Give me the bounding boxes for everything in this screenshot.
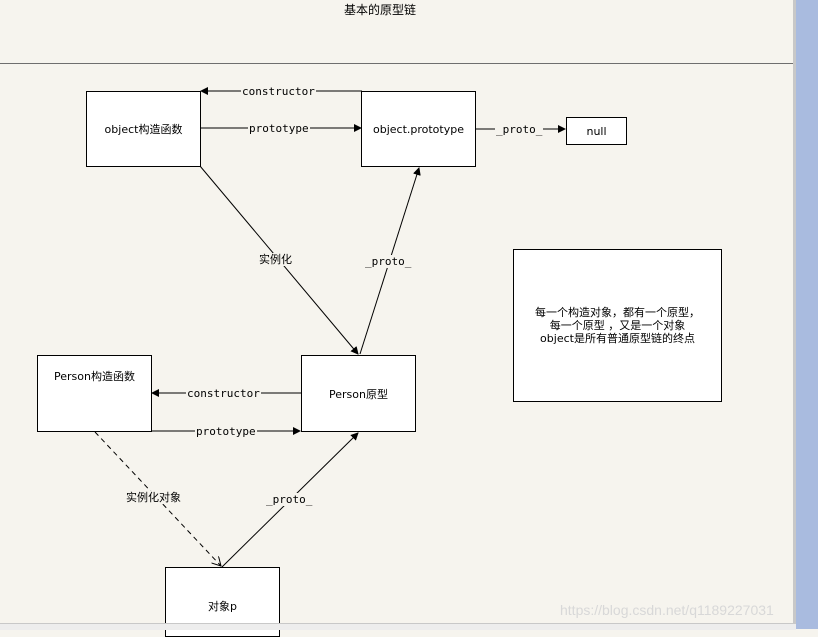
- label-prototype-bottom: prototype: [195, 425, 257, 438]
- diagram-title: 基本的原型链: [343, 3, 416, 17]
- label-prototype-top: prototype: [248, 122, 310, 135]
- node-object-prototype-label: object.prototype: [372, 122, 464, 136]
- note-line-1: 每一个构造对象，都有一个原型，: [535, 306, 700, 319]
- horizontal-scrollbar[interactable]: [0, 623, 796, 630]
- title-divider: [0, 63, 796, 64]
- note-text: 每一个构造对象，都有一个原型， 每一个原型 ，又是一个对象 object是所有普…: [535, 306, 700, 345]
- label-constructor-top: constructor: [241, 85, 316, 98]
- label-instantiate-object: 实例化对象: [125, 491, 182, 504]
- node-object-constructor-label: object构造函数: [104, 123, 183, 136]
- node-null-label: null: [586, 124, 607, 138]
- note-line-3: object是所有普通原型链的终点: [540, 332, 695, 345]
- vertical-scrollbar[interactable]: [793, 0, 796, 629]
- window-side-panel: [796, 0, 818, 629]
- node-person-constructor-label: Person构造函数: [54, 370, 135, 383]
- label-proto-person: _proto_: [364, 255, 413, 268]
- node-person-prototype[interactable]: Person原型: [301, 355, 416, 432]
- node-null[interactable]: null: [566, 117, 627, 145]
- label-instantiate-top: 实例化: [258, 253, 293, 266]
- note-line-2: 每一个原型 ，又是一个对象: [549, 319, 686, 332]
- node-object-constructor[interactable]: object构造函数: [86, 91, 201, 167]
- node-object-prototype[interactable]: object.prototype: [361, 91, 476, 167]
- note-box[interactable]: 每一个构造对象，都有一个原型， 每一个原型 ，又是一个对象 object是所有普…: [513, 249, 722, 402]
- watermark-text: https://blog.csdn.net/q1189227031: [560, 602, 774, 618]
- label-proto-null: _proto_: [495, 123, 544, 136]
- label-constructor-bottom: constructor: [186, 387, 261, 400]
- node-person-constructor[interactable]: Person构造函数: [37, 355, 152, 432]
- node-instance-p-label: 对象p: [208, 600, 237, 613]
- label-proto-instance: _proto_: [265, 493, 314, 506]
- node-person-prototype-label: Person原型: [329, 387, 388, 401]
